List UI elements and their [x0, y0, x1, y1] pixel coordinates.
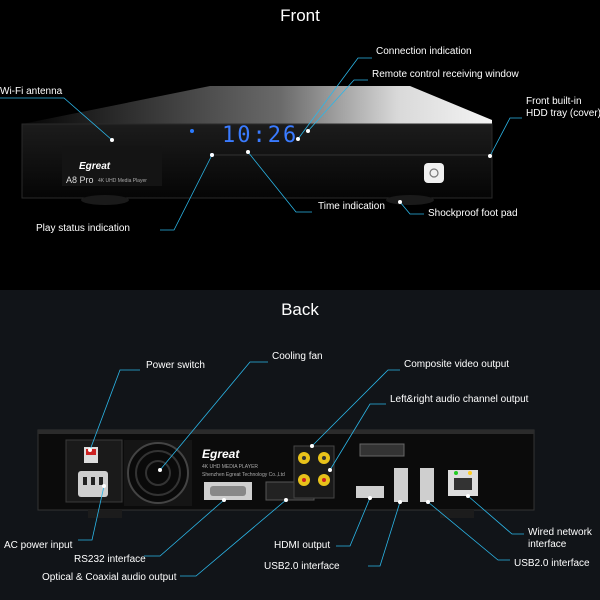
label-hdd-tray-2: HDD tray (cover) — [526, 108, 600, 119]
hdmi-port — [356, 486, 384, 498]
label-cooling-fan: Cooling fan — [272, 351, 323, 362]
front-device-illustration — [21, 86, 493, 205]
label-hdmi: HDMI output — [274, 540, 331, 551]
back-brand: Egreat — [202, 447, 240, 461]
front-model-sub: 4K UHD Media Player — [98, 178, 147, 184]
time-display: 10:26 — [222, 123, 299, 148]
label-foot-pad: Shockproof foot pad — [428, 208, 518, 219]
label-optical-coaxial: Optical & Coaxial audio output — [42, 572, 177, 583]
label-usb-right: USB2.0 interface — [514, 558, 590, 569]
usb-port-2 — [420, 468, 434, 502]
label-usb-left: USB2.0 interface — [264, 561, 340, 572]
back-company: Shenzhen Egreat Technology Co.,Ltd — [202, 472, 285, 478]
play-status-led — [210, 153, 214, 157]
label-wired-2: interface — [528, 539, 567, 550]
label-wired-1: Wired network — [528, 527, 592, 538]
device-top-surface — [22, 86, 492, 128]
label-lr-audio: Left&right audio channel output — [390, 394, 529, 405]
label-play-status: Play status indication — [36, 223, 130, 234]
power-button-front — [424, 163, 444, 183]
label-ac-power: AC power input — [4, 540, 73, 551]
front-brand: Egreat — [79, 161, 111, 172]
label-composite-video: Composite video output — [404, 359, 510, 370]
label-power-switch: Power switch — [146, 360, 205, 371]
label-time-indication: Time indication — [318, 201, 385, 212]
label-rs232: RS232 interface — [74, 554, 146, 565]
usb-port-1 — [394, 468, 408, 502]
label-remote-window: Remote control receiving window — [372, 69, 519, 80]
remote-window — [306, 129, 310, 133]
label-hdd-tray-1: Front built-in — [526, 96, 582, 107]
back-title: Back — [281, 300, 319, 319]
back-panel: Back — [0, 290, 600, 600]
front-model: A8 Pro — [66, 175, 94, 185]
device-label-plate — [62, 146, 162, 186]
label-connection-indication: Connection indication — [376, 46, 472, 57]
front-title: Front — [280, 6, 320, 25]
front-panel: Front — [0, 0, 600, 290]
label-wifi-antenna: Wi-Fi antenna — [0, 86, 63, 97]
